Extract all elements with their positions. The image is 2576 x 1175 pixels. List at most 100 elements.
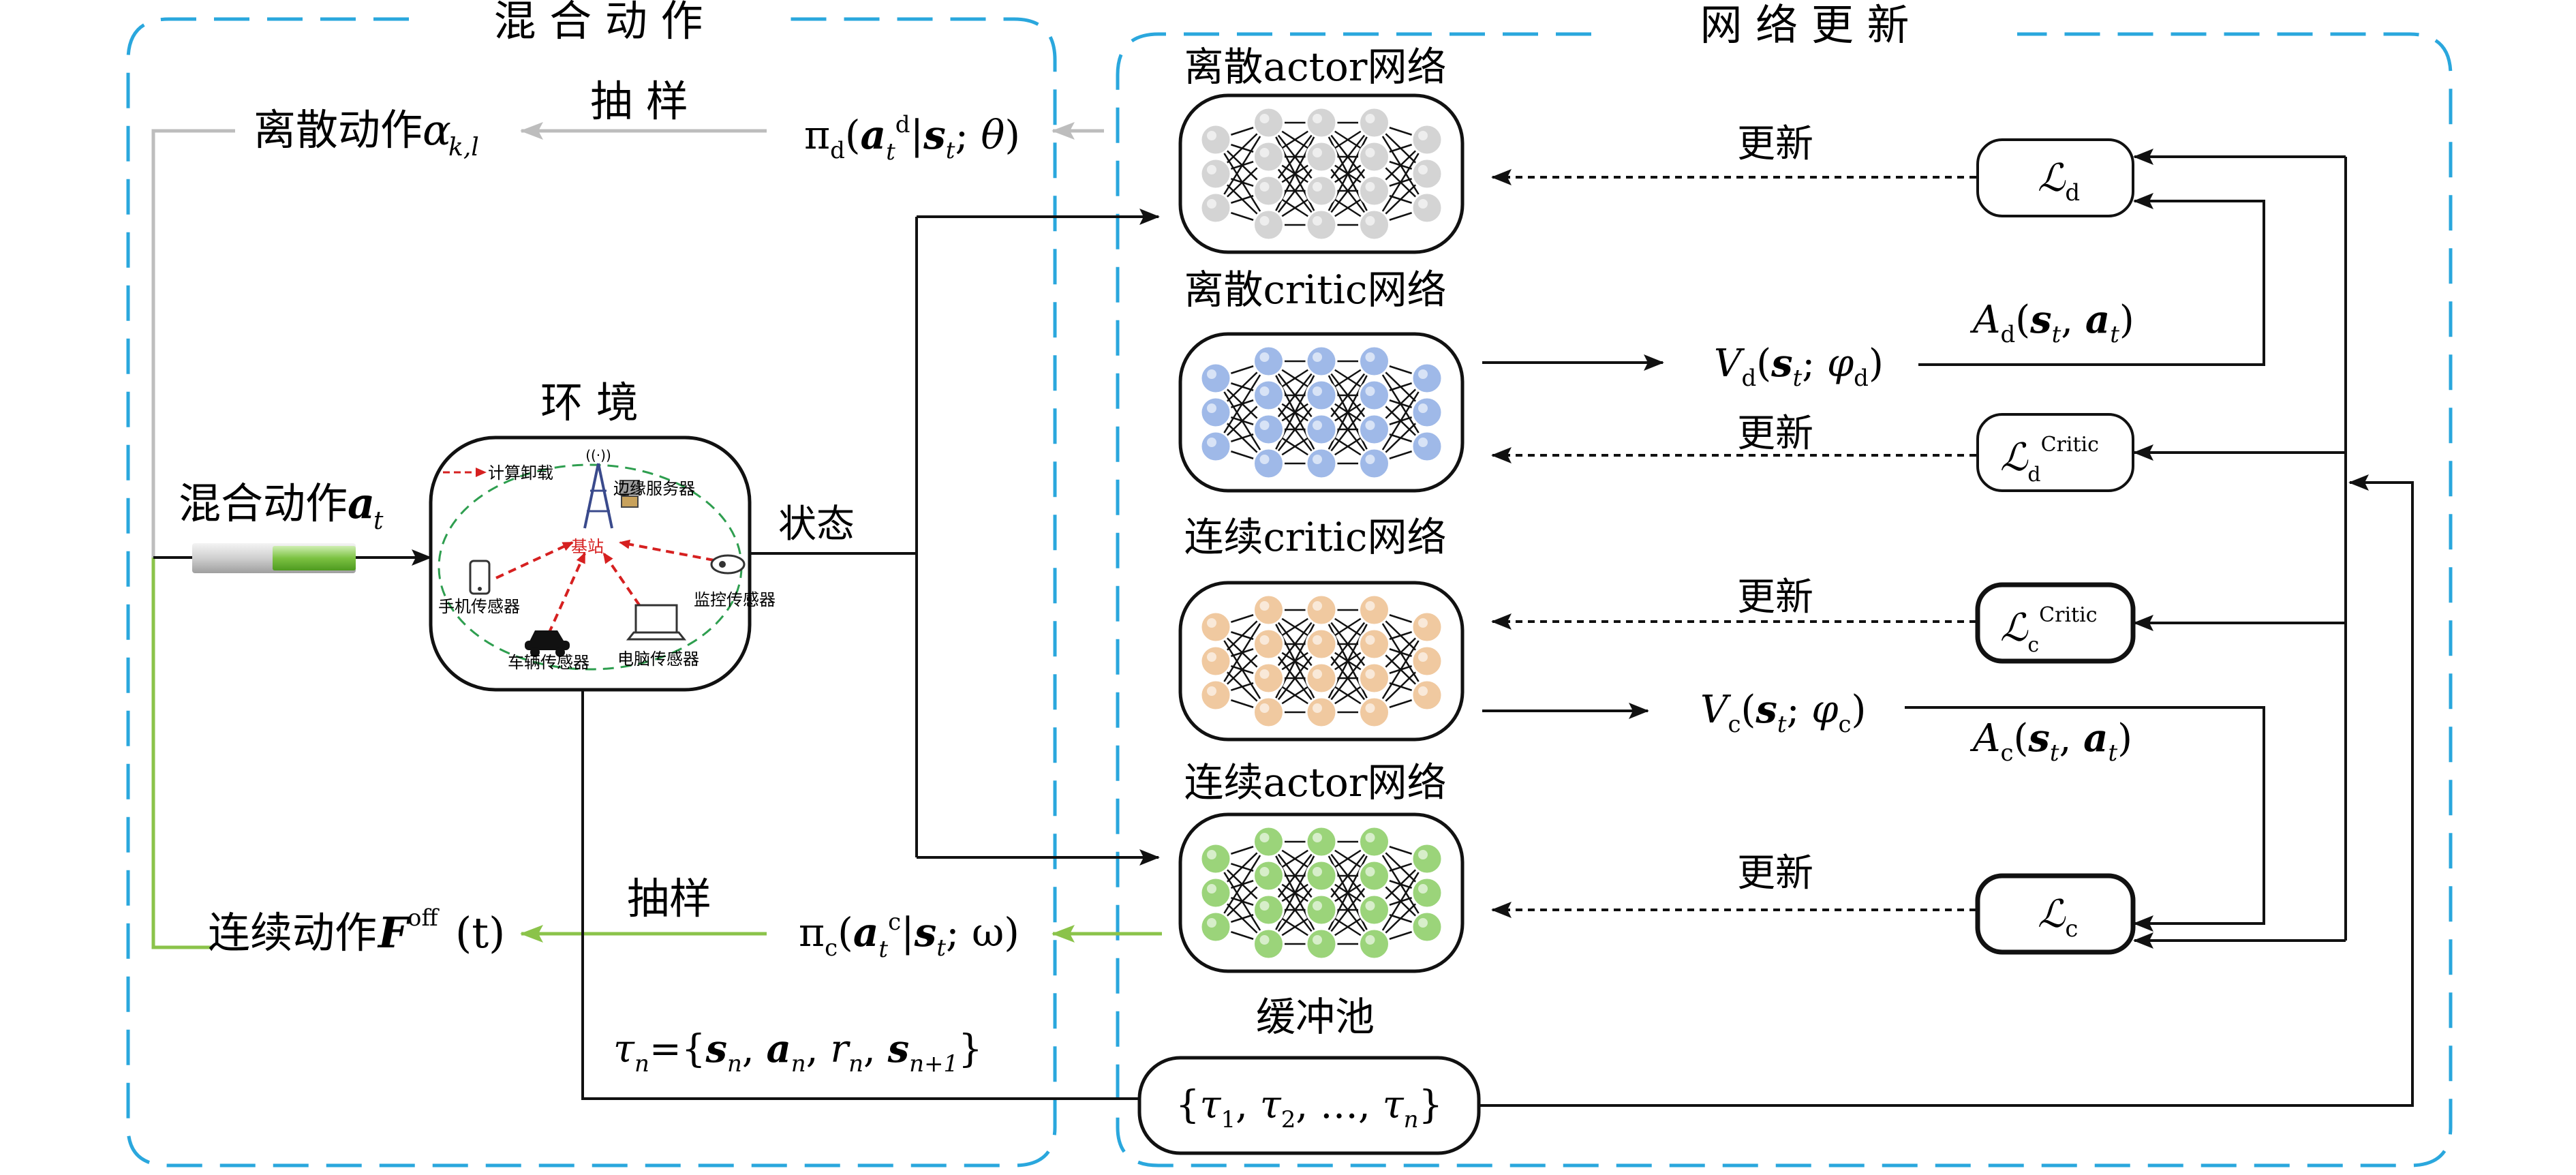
network-node-highlight [1207, 403, 1216, 413]
network-node-highlight [1418, 884, 1428, 894]
network-node-highlight [1313, 148, 1322, 157]
svg-text:Vc(st; φc): Vc(st; φc) [1700, 687, 1866, 738]
svg-text:τn={sn, an, rn, sn+1}: τn={sn, an, rn, sn+1} [613, 1026, 983, 1078]
network-node [1253, 209, 1285, 241]
hybrid-action-region [126, 17, 1057, 1168]
svg-text:{τ1, τ2, …, τn}: {τ1, τ2, …, τn} [1176, 1083, 1443, 1133]
adv-continuous-label: Ac(st, at) [1969, 716, 2132, 767]
continuous-critic-title: 连续critic网络 [1184, 514, 1446, 560]
network-node [1305, 894, 1338, 926]
svg-text:车辆传感器: 车辆传感器 [508, 653, 589, 672]
network-node-highlight [1418, 165, 1428, 174]
network-node [1358, 209, 1390, 241]
network-node-highlight [1365, 867, 1375, 876]
network-node [1253, 447, 1285, 480]
network-node [1358, 928, 1390, 960]
network-frame [1178, 332, 1465, 493]
network-node-highlight [1259, 182, 1270, 192]
network-node-highlight [1313, 455, 1322, 464]
svg-text:Ac(st, at): Ac(st, at) [1969, 716, 2132, 767]
network-node-highlight [1259, 352, 1270, 362]
network-update-region [1116, 32, 2453, 1168]
hybrid-action-bar [153, 543, 432, 573]
svg-text:离散动作: 离散动作 [254, 105, 423, 155]
svg-text:πd(atd|st; θ): πd(atd|st; θ) [804, 111, 1020, 166]
svg-text:电脑传感器: 电脑传感器 [617, 650, 699, 669]
policy-discrete-label: πd(atd|st; θ) [804, 111, 1020, 166]
svg-text:((·)): ((·)) [585, 447, 611, 463]
network-node [1305, 209, 1338, 241]
network-node-highlight [1418, 686, 1428, 696]
network-edge [1320, 361, 1375, 464]
policy-continuous-label: πc(atc|st; ω) [799, 909, 1019, 963]
svg-text:手机传感器: 手机传感器 [438, 597, 520, 616]
network-node-highlight [1365, 901, 1375, 911]
network-node [1411, 876, 1443, 909]
network-node-highlight [1207, 438, 1216, 447]
network-edge [1320, 609, 1375, 713]
network-node-highlight [1259, 601, 1270, 611]
network-node [1199, 157, 1232, 190]
network-edge [1214, 609, 1270, 696]
network-node-highlight [1365, 669, 1375, 679]
network-node [1199, 611, 1232, 643]
svg-text:α: α [423, 105, 451, 155]
update-label-3: 更新 [1737, 575, 1813, 620]
loss-feed-lines [2133, 149, 2347, 949]
network-node [1411, 842, 1443, 875]
svg-text:(t): (t) [455, 908, 505, 958]
network-frame [1178, 812, 1465, 973]
network-node-highlight [1259, 935, 1270, 945]
svg-text:a: a [348, 478, 375, 528]
adv-discrete-flow [1918, 193, 2265, 366]
svg-text:F: F [377, 908, 411, 958]
network-node-highlight [1365, 114, 1375, 123]
network-node [1253, 379, 1285, 412]
network-node [1305, 345, 1338, 378]
network-node-highlight [1207, 165, 1216, 174]
continuous-actor-network [1178, 812, 1465, 973]
network-node [1253, 894, 1285, 926]
network-edge [1214, 361, 1270, 447]
network-node-highlight [1259, 421, 1270, 430]
network-node [1253, 174, 1285, 207]
network-node [1305, 859, 1338, 892]
network-node-highlight [1313, 601, 1322, 611]
discrete-actor-network [1178, 93, 1465, 254]
loss-c-critic-box: ℒcCritic [1975, 582, 2136, 664]
network-edge [1320, 122, 1375, 226]
network-node [1358, 140, 1390, 173]
network-node [1358, 413, 1390, 446]
network-node-highlight [1259, 833, 1270, 842]
network-node-highlight [1259, 216, 1270, 226]
network-node-highlight [1313, 352, 1322, 362]
transition-flow [581, 690, 1139, 1100]
svg-text:off: off [408, 904, 440, 932]
network-node-highlight [1259, 455, 1270, 464]
svg-text:πc(atc|st; ω): πc(atc|st; ω) [799, 909, 1019, 963]
svg-text:Vd(st; φd): Vd(st; φd) [1714, 341, 1884, 392]
network-node-highlight [1259, 148, 1270, 157]
environment-title: 环 境 [540, 378, 639, 427]
network-node-highlight [1313, 216, 1322, 226]
network-node-highlight [1313, 421, 1322, 430]
network-node-highlight [1313, 182, 1322, 192]
sample-top-label: 抽 样 [590, 76, 688, 126]
adv-continuous-flow [1905, 706, 2265, 932]
network-node-highlight [1313, 833, 1322, 842]
network-edge [1214, 122, 1270, 209]
loss-d-box: ℒd [1976, 138, 2134, 217]
network-node-highlight [1259, 901, 1270, 911]
network-node [1305, 662, 1338, 695]
network-node-highlight [1418, 918, 1428, 928]
network-node [1253, 140, 1285, 173]
svg-text:计算卸载: 计算卸载 [488, 463, 553, 483]
network-node [1358, 447, 1390, 480]
network-node [1305, 174, 1338, 207]
network-node [1305, 413, 1338, 446]
network-node-highlight [1313, 114, 1322, 123]
network-node-highlight [1207, 686, 1216, 696]
network-frame [1178, 581, 1465, 742]
network-node [1358, 628, 1390, 660]
